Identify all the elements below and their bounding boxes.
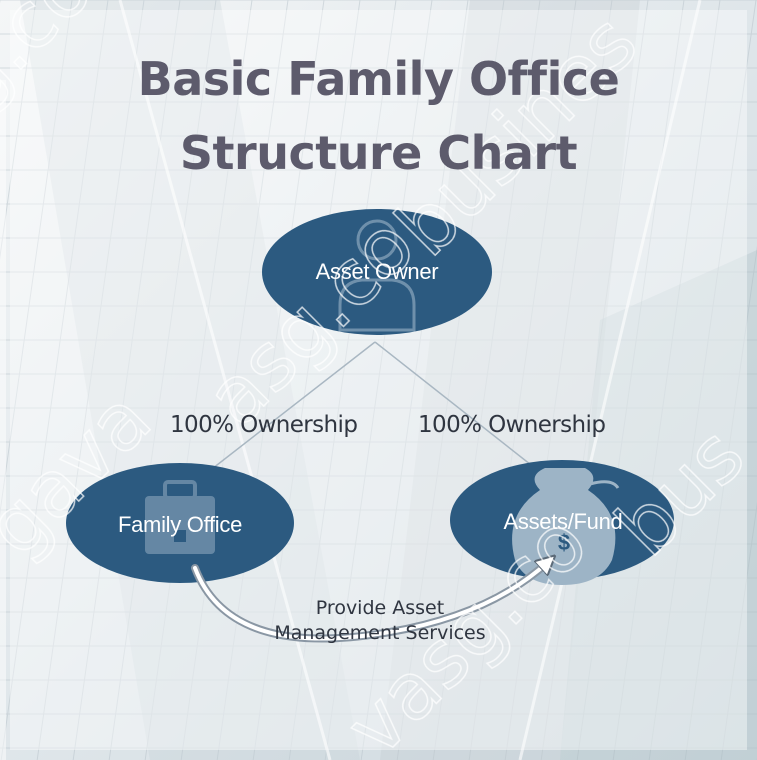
svg-text:$: $ — [558, 530, 570, 555]
services-arrow-inner — [193, 562, 548, 641]
family-office-label: Family Office — [117, 512, 243, 537]
asset-owner-label: Asset Owner — [315, 259, 439, 284]
page-title-line-1: Basic Family Office — [137, 52, 620, 106]
person-icon — [338, 219, 416, 332]
content-panel — [10, 10, 747, 750]
left-ownership-label: 100% Ownership — [170, 412, 358, 438]
services-label: Provide Asset Management Services — [235, 596, 525, 646]
services-label-line-2: Management Services — [274, 622, 486, 644]
node-asset-owner — [262, 209, 492, 335]
node-family-office — [66, 463, 294, 583]
services-label-line-1: Provide Asset — [315, 597, 445, 619]
right-ownership-label: 100% Ownership — [418, 412, 606, 438]
connector-owner-to-assets — [374, 341, 541, 473]
briefcase-icon — [145, 480, 215, 554]
connector-owner-to-family-office — [207, 341, 376, 473]
assets-fund-label: Assets/Fund — [503, 509, 623, 534]
page-title-line-2: Structure Chart — [179, 126, 578, 180]
